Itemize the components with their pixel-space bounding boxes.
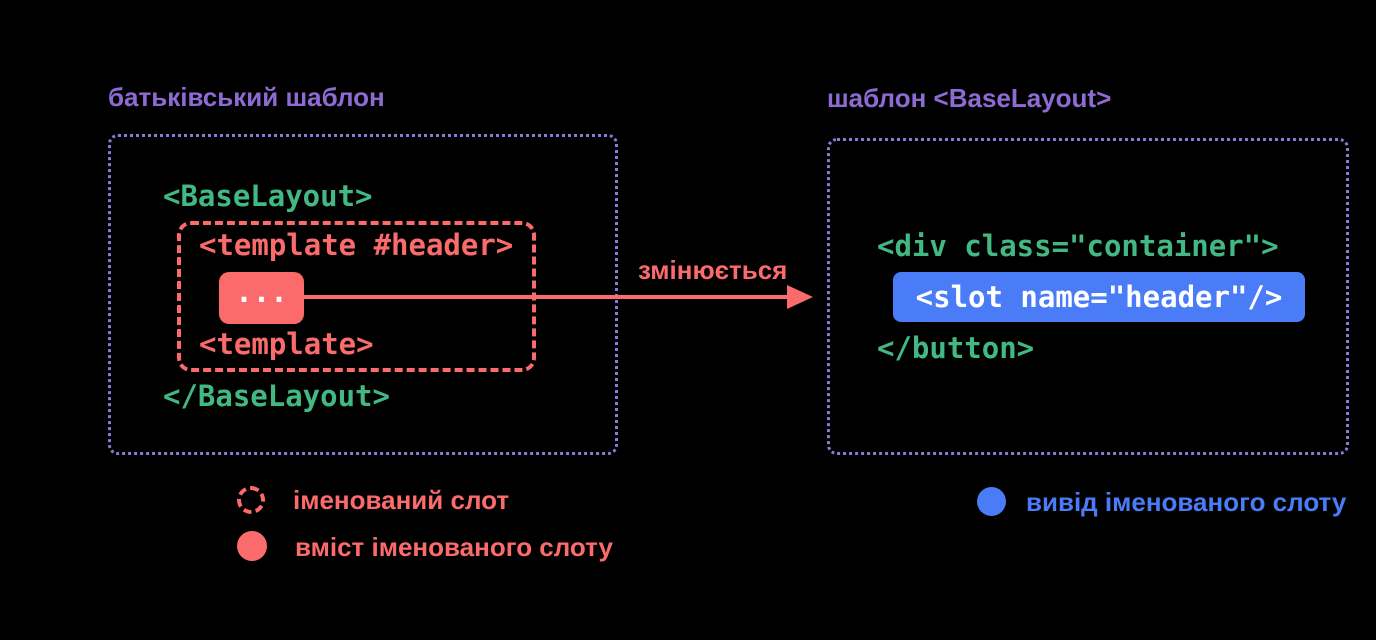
slot-content-legend-label: вміст іменованого слоту bbox=[295, 532, 614, 562]
div-open-tag: <div class="container"> bbox=[877, 229, 1279, 263]
template-open-tag: <template #header> bbox=[199, 228, 514, 262]
slot-output-box: <slot name="header"/> bbox=[893, 272, 1305, 322]
named-slot-box: <template #header> ... <template> bbox=[177, 221, 536, 372]
slot-output-legend-label: вивід іменованого слоту bbox=[1026, 487, 1347, 517]
changes-arrow-line bbox=[303, 295, 790, 299]
baselayout-open-tag: <BaseLayout> bbox=[163, 179, 373, 213]
parent-template-title: батьківський шаблон bbox=[108, 82, 385, 112]
named-slot-legend-icon bbox=[237, 486, 265, 514]
ellipsis-text: ... bbox=[235, 274, 288, 309]
slot-content-legend-icon bbox=[237, 531, 267, 561]
parent-template-box: <BaseLayout> <template #header> ... <tem… bbox=[108, 134, 618, 455]
template-close-tag: <template> bbox=[199, 327, 374, 361]
baselayout-close-tag: </BaseLayout> bbox=[163, 379, 390, 413]
arrow-label: змінюється bbox=[638, 255, 788, 285]
changes-arrow-head-icon bbox=[787, 285, 813, 309]
button-close-tag: </button> bbox=[877, 331, 1035, 365]
baselayout-template-title: шаблон <BaseLayout> bbox=[827, 83, 1112, 113]
slot-tag: <slot name="header"/> bbox=[915, 280, 1283, 314]
baselayout-template-box: <div class="container"> <slot name="head… bbox=[827, 138, 1349, 455]
named-slot-legend-label: іменований слот bbox=[293, 485, 510, 515]
slot-content-box: ... bbox=[219, 272, 304, 324]
slot-output-legend-icon bbox=[977, 487, 1006, 516]
